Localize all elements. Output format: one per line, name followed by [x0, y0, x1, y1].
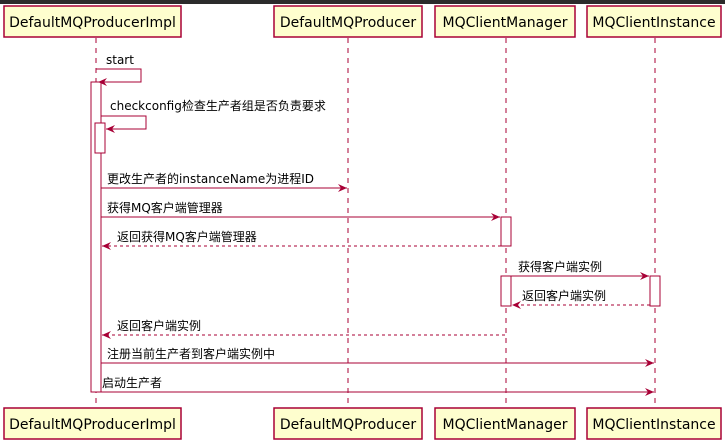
activation-manager-1 [500, 216, 512, 247]
message-register-producer: 注册当前生产者到客户端实例中 [101, 346, 654, 367]
message-return-client-manager: 返回获得MQ客户端管理器 [102, 229, 501, 250]
message-get-client-manager: 获得MQ客户端管理器 [101, 200, 500, 221]
participant-label: DefaultMQProducerImpl [9, 417, 176, 433]
message-label: 获得MQ客户端管理器 [107, 200, 223, 215]
participant-label: MQClientManager [443, 15, 568, 31]
activation-instance [649, 275, 661, 307]
message-label: checkconfig检查生产者组是否负责要求 [110, 98, 326, 113]
participant-label: DefaultMQProducer [280, 417, 417, 433]
message-label: 返回获得MQ客户端管理器 [117, 229, 257, 244]
participant-label: DefaultMQProducer [280, 15, 417, 31]
message-label: 注册当前生产者到客户端实例中 [107, 346, 275, 361]
participant-label: MQClientInstance [592, 15, 715, 31]
message-change-instance-name: 更改生产者的instanceName为进程ID [101, 171, 347, 192]
message-start-producer: 启动生产者 [101, 376, 654, 396]
participant-instance-top: MQClientInstance [586, 5, 722, 38]
message-label: 返回客户端实例 [522, 288, 606, 303]
participant-impl-bottom: DefaultMQProducerImpl [3, 407, 182, 440]
message-label: 启动生产者 [102, 376, 162, 390]
participant-impl-top: DefaultMQProducerImpl [3, 5, 182, 38]
activation-impl-nested [94, 122, 106, 154]
message-return-client-instance: 返回客户端实例 [512, 288, 650, 309]
message-start: start [96, 53, 142, 86]
participant-label: DefaultMQProducerImpl [9, 15, 176, 31]
participant-label: MQClientInstance [592, 417, 715, 433]
activation-impl [90, 81, 102, 393]
participant-manager-top: MQClientManager [434, 5, 576, 38]
message-return-instance-to-impl: 返回客户端实例 [102, 318, 505, 339]
participant-instance-bottom: MQClientInstance [586, 407, 722, 440]
participant-producer-bottom: DefaultMQProducer [273, 407, 423, 440]
activation-manager-2 [500, 275, 512, 307]
participant-producer-top: DefaultMQProducer [273, 5, 423, 38]
message-get-client-instance: 获得客户端实例 [511, 259, 649, 280]
message-checkconfig: checkconfig检查生产者组是否负责要求 [101, 98, 326, 133]
message-label: 返回客户端实例 [117, 318, 201, 333]
message-label: 更改生产者的instanceName为进程ID [107, 171, 314, 186]
participant-manager-bottom: MQClientManager [434, 407, 576, 440]
message-label: start [106, 53, 134, 67]
top-bar [0, 0, 725, 4]
message-label: 获得客户端实例 [518, 259, 602, 274]
participant-label: MQClientManager [443, 417, 568, 433]
